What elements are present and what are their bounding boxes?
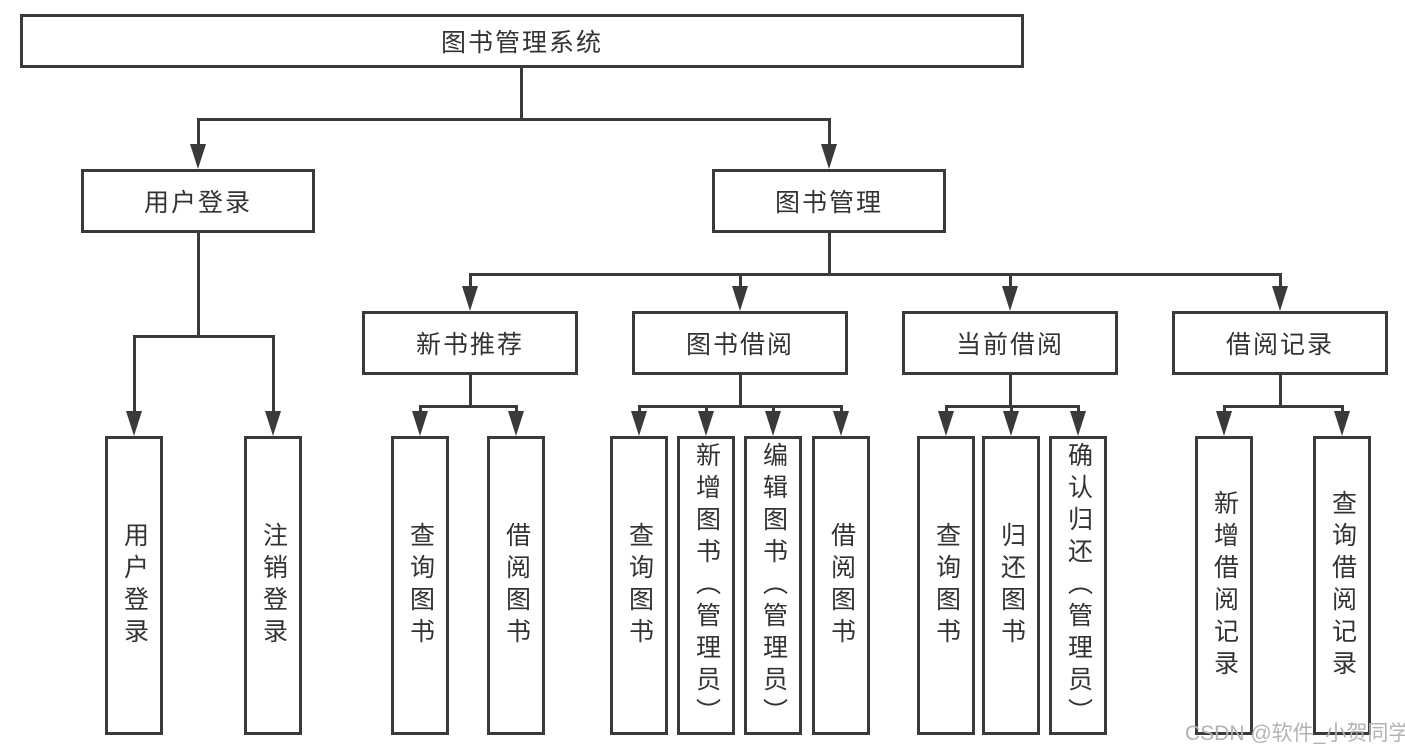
node-label: 图书借阅	[685, 331, 794, 359]
connector-line	[132, 335, 136, 415]
leaf-return-book: 归还图书	[982, 436, 1040, 735]
arrow-down-icon	[126, 411, 142, 436]
leaf-add-book-admin: 新增图书（管理员）	[677, 436, 735, 735]
arrow-down-icon	[412, 411, 428, 436]
arrow-down-icon	[833, 411, 849, 436]
connector-line	[738, 273, 742, 293]
leaf-label: 注销登录	[259, 521, 288, 650]
arrow-down-icon	[462, 286, 478, 311]
arrow-down-icon	[190, 144, 206, 169]
leaf-label: 编辑图书（管理员）	[759, 441, 788, 730]
node-book-management: 图书管理	[712, 169, 946, 233]
leaf-user-login: 用户登录	[105, 436, 163, 735]
arrow-down-icon	[821, 144, 837, 169]
leaf-label: 借阅图书	[827, 521, 856, 650]
leaf-label: 查询图书	[932, 521, 961, 650]
connector-line	[738, 375, 742, 408]
node-borrowing-records: 借阅记录	[1172, 311, 1388, 375]
node-label: 图书管理系统	[440, 29, 603, 57]
arrow-down-icon	[698, 411, 714, 436]
node-root-system: 图书管理系统	[20, 14, 1024, 68]
leaf-borrow-books-2: 借阅图书	[812, 436, 870, 735]
arrow-down-icon	[1070, 411, 1086, 436]
arrow-down-icon	[631, 411, 647, 436]
leaf-logout: 注销登录	[244, 436, 302, 735]
node-label: 图书管理	[774, 189, 883, 217]
arrow-down-icon	[508, 411, 524, 436]
leaf-query-borrow-record: 查询借阅记录	[1313, 436, 1371, 735]
connector-line	[468, 375, 472, 408]
connector-line	[196, 118, 831, 121]
leaf-label: 用户登录	[120, 521, 149, 650]
connector-line	[468, 273, 1282, 276]
arrow-down-icon	[1002, 286, 1018, 311]
node-label: 新书推荐	[415, 331, 524, 359]
leaf-label: 确认归还（管理员）	[1064, 441, 1093, 730]
leaf-label: 归还图书	[997, 521, 1026, 650]
leaf-label: 借阅图书	[502, 521, 531, 650]
node-book-borrowing: 图书借阅	[632, 311, 848, 375]
arrow-down-icon	[938, 411, 954, 436]
leaf-edit-book-admin: 编辑图书（管理员）	[744, 436, 802, 735]
connector-line	[1278, 273, 1282, 293]
leaf-label: 查询借阅记录	[1328, 489, 1357, 682]
leaf-confirm-return-admin: 确认归还（管理员）	[1049, 436, 1107, 735]
connector-line	[519, 68, 523, 121]
connector-line	[418, 405, 518, 408]
leaf-query-books-2: 查询图书	[610, 436, 668, 735]
connector-line	[1278, 375, 1282, 408]
connector-line	[271, 335, 275, 415]
arrow-down-icon	[265, 411, 281, 436]
connector-line	[1008, 375, 1012, 408]
connector-line	[827, 233, 831, 275]
connector-line	[1222, 405, 1344, 408]
connector-line	[637, 405, 843, 408]
connector-line	[1008, 273, 1012, 293]
leaf-query-books-3: 查询图书	[917, 436, 975, 735]
leaf-add-borrow-record: 新增借阅记录	[1195, 436, 1253, 735]
leaf-query-books-1: 查询图书	[391, 436, 449, 735]
node-label: 当前借阅	[955, 331, 1064, 359]
arrow-down-icon	[1334, 411, 1350, 436]
arrow-down-icon	[765, 411, 781, 436]
arrow-down-icon	[1216, 411, 1232, 436]
node-label: 用户登录	[143, 189, 252, 217]
leaf-label: 查询图书	[406, 521, 435, 650]
arrow-down-icon	[732, 286, 748, 311]
node-user-login: 用户登录	[81, 169, 315, 233]
node-new-book-recommend: 新书推荐	[362, 311, 578, 375]
arrow-down-icon	[1272, 286, 1288, 311]
csdn-watermark: CSDN @软件_小贺同学	[1185, 722, 1405, 745]
connector-line	[132, 335, 275, 338]
leaf-label: 新增借阅记录	[1210, 489, 1239, 682]
node-current-borrowing: 当前借阅	[902, 311, 1118, 375]
connector-line	[196, 118, 200, 150]
leaf-label: 新增图书（管理员）	[692, 441, 721, 730]
node-label: 借阅记录	[1225, 331, 1334, 359]
arrow-down-icon	[1003, 411, 1019, 436]
connector-line	[827, 118, 831, 150]
connector-line	[468, 273, 472, 293]
leaf-borrow-books-1: 借阅图书	[487, 436, 545, 735]
leaf-label: 查询图书	[625, 521, 654, 650]
connector-line	[196, 233, 200, 338]
